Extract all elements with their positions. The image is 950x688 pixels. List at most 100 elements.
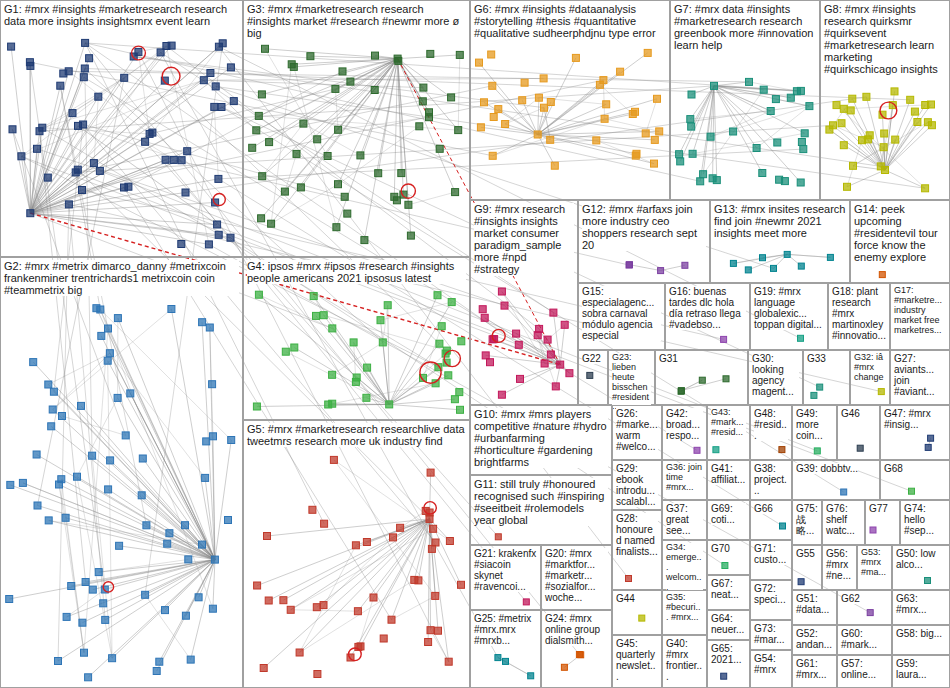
network-edge <box>332 403 389 405</box>
group-label: G5: #mrx #marketresearch researchlive da… <box>247 423 466 447</box>
network-edge <box>505 306 561 365</box>
group-box: G39: dobbtv... <box>792 460 880 500</box>
network-edge <box>847 170 885 187</box>
vertex-icon <box>711 82 718 89</box>
network-edge <box>505 124 538 135</box>
vertex-icon <box>419 98 426 105</box>
vertex-icon <box>451 396 458 403</box>
vertex-icon <box>370 594 377 601</box>
group-box: G38: project... <box>750 460 792 500</box>
vertex-icon <box>258 91 265 98</box>
vertex-icon <box>435 627 442 634</box>
network-edge <box>358 519 430 611</box>
vertex-icon <box>572 54 579 61</box>
vertex-icon <box>19 479 26 486</box>
vertex-icon <box>811 392 817 398</box>
group-label: G26: #marke... warm #welco... <box>616 408 658 452</box>
vertex-icon <box>658 268 664 274</box>
group-box: G17: #marketre... industry market free m… <box>890 283 950 350</box>
group-label: G7: #mrx data #insights #marketresearch … <box>674 3 816 51</box>
group-box: G49: more coin... <box>792 405 837 460</box>
vertex-icon <box>50 388 57 395</box>
cross-group-edge <box>230 238 724 566</box>
vertex-icon <box>81 649 88 656</box>
vertex-icon <box>178 157 185 164</box>
vertex-icon <box>320 602 327 609</box>
cross-group-edge <box>124 188 392 620</box>
vertex-icon <box>398 170 405 177</box>
group-box: G36: join time #mrx... <box>662 460 707 500</box>
vertex-icon <box>357 152 364 159</box>
vertex-icon <box>528 673 534 679</box>
vertex-icon <box>329 371 336 378</box>
group-box: G29: ebook introdu... scalabl... <box>612 460 662 510</box>
vertex-icon <box>59 413 66 420</box>
vertex-icon <box>81 65 88 72</box>
group-label: G47: #mrx #insig... <box>884 408 946 430</box>
vertex-icon <box>844 183 851 190</box>
vertex-icon <box>288 61 295 68</box>
vertex-icon <box>7 481 14 488</box>
network-edge <box>423 326 442 378</box>
vertex-icon <box>430 525 437 532</box>
group-box: G60: #mark... <box>837 625 892 655</box>
vertex-icon <box>676 151 683 158</box>
vertex-icon <box>780 523 786 529</box>
vertex-icon <box>458 338 465 345</box>
vertex-icon <box>258 215 265 222</box>
vertex-icon <box>82 39 89 46</box>
group-box: G46 <box>837 405 880 460</box>
vertex-icon <box>395 57 402 64</box>
group-box: G66 <box>750 500 792 540</box>
group-label: G4: ipsos #mrx #ipsos #research #insight… <box>247 260 466 284</box>
vertex-icon <box>535 94 542 101</box>
group-box: G41: affiliat... <box>707 460 750 500</box>
vertex-icon <box>678 388 684 394</box>
network-edge <box>202 322 215 559</box>
network-edge <box>53 309 172 410</box>
network-edge <box>264 519 430 668</box>
group-label: G21: krakenfx #siacoin skynet #ravencoi.… <box>474 548 537 592</box>
vertex-icon <box>841 489 847 495</box>
vertex-icon <box>849 95 856 102</box>
self-loop <box>162 67 180 85</box>
vertex-icon <box>344 210 351 217</box>
group-box: G25: #metrix #mrx.mrx #mrxb... <box>470 610 541 688</box>
group-label: G6: #mrx #insights #dataanalysis #storyt… <box>474 3 666 39</box>
group-box: G67: neat... <box>707 575 750 610</box>
vertex-icon <box>482 352 489 359</box>
vertex-icon <box>268 220 275 227</box>
self-loop <box>401 184 415 198</box>
network-edge <box>58 560 215 661</box>
network-edge <box>544 108 550 140</box>
network-edge <box>502 292 560 365</box>
vertex-icon <box>361 237 368 244</box>
group-box: G11: still truly #honoured recognised su… <box>470 475 612 545</box>
vertex-icon <box>384 302 391 309</box>
vertex-icon <box>445 658 452 665</box>
network-edge <box>108 328 215 559</box>
vertex-icon <box>320 312 327 319</box>
group-label: G13: #mrx insites research find join #ne… <box>714 203 846 239</box>
vertex-icon <box>784 251 790 257</box>
network-edge <box>88 560 215 678</box>
vertex-icon <box>632 108 639 115</box>
group-box: G40: #mrx frontier... <box>662 635 707 688</box>
group-box: G22 <box>578 350 608 405</box>
vertex-icon <box>540 75 547 82</box>
group-box: G69: coti... <box>707 500 750 540</box>
vertex-icon <box>677 158 684 165</box>
group-label: G20: #mrx #marktfor... #marketr... #sozi… <box>545 548 608 603</box>
network-edge <box>381 302 452 320</box>
cross-group-edge <box>78 170 430 519</box>
vertex-icon <box>866 132 873 139</box>
vertex-icon <box>314 136 321 143</box>
vertex-icon <box>745 267 751 273</box>
vertex-icon <box>227 234 234 241</box>
group-box: G35: #becuri... #mrx... <box>662 590 707 635</box>
vertex-icon <box>36 128 43 135</box>
vertex-icon <box>448 299 455 306</box>
cross-group-edge <box>85 69 383 343</box>
group-label: G69: coti... <box>711 503 746 525</box>
